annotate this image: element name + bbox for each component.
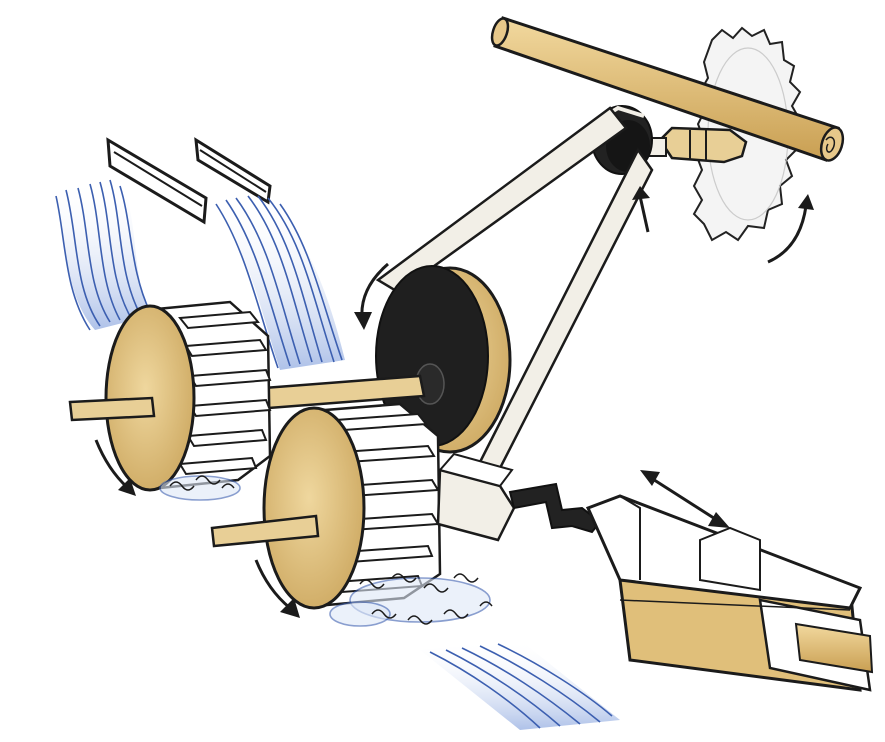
water-chute-right bbox=[196, 140, 270, 202]
falling-water-left bbox=[50, 180, 150, 330]
saw-spindle bbox=[644, 128, 746, 162]
bearing-block bbox=[438, 454, 514, 540]
reciprocating-carriage bbox=[588, 496, 872, 690]
outflow-water bbox=[420, 640, 620, 730]
waterwheel-left bbox=[70, 302, 270, 490]
